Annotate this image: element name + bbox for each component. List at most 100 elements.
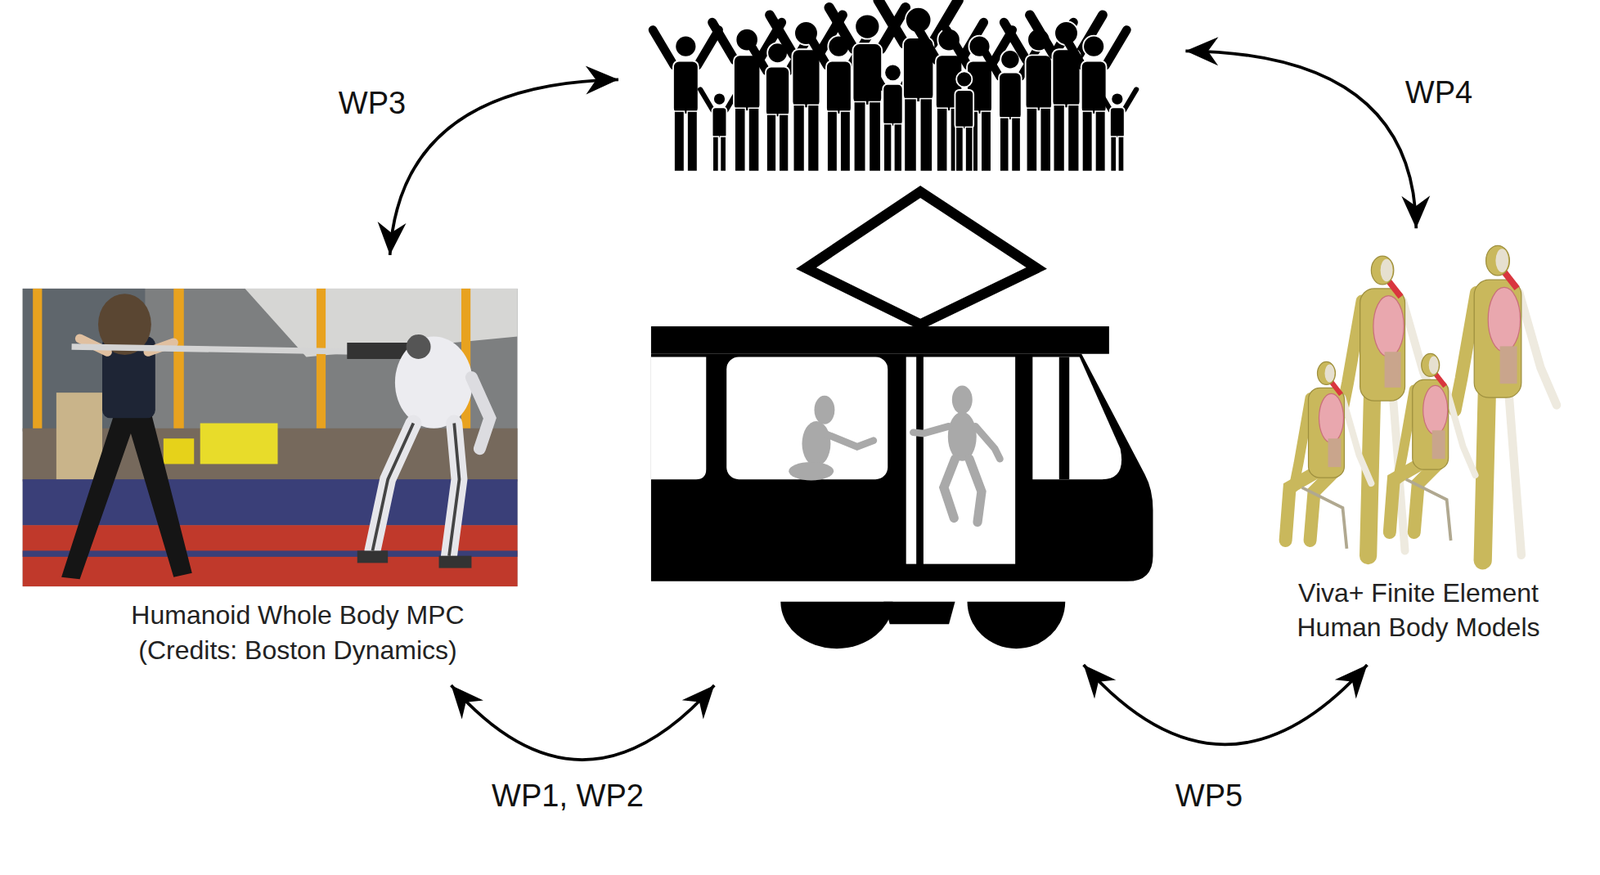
leg [1082,111,1093,171]
head [1317,361,1336,385]
leg [1067,104,1079,171]
torso [673,60,699,114]
leg [1011,117,1021,172]
person-figure [1060,30,1128,172]
wp-arrow [1185,50,1416,229]
head [674,35,697,58]
leg [766,114,777,172]
leg [748,107,760,171]
torso [733,54,760,112]
torso [765,67,790,118]
ribcage [1319,393,1344,443]
skull [1380,259,1394,282]
arm-bone [1447,389,1476,476]
arm [946,30,968,67]
seat [1406,479,1452,541]
image-panel: Viva+ Finite Element Human Body Models [1262,242,1568,652]
abdomen [1327,438,1341,468]
arm [867,59,885,89]
skull [1495,248,1509,273]
leg [1040,107,1052,171]
work-package-label: WP5 [1175,778,1243,814]
human-model [1389,353,1476,540]
leg [1414,462,1439,533]
leg [965,126,973,171]
ribcage [1487,287,1520,352]
work-package-label: WP3 [338,85,406,122]
arm [1455,292,1477,411]
leg [936,107,948,171]
leg [734,107,746,171]
torso [712,107,728,139]
arm [769,14,794,54]
arm [829,7,854,50]
arm [1029,14,1054,54]
leg [720,136,727,172]
caption-text: Humanoid Whole Body MPC [49,597,546,633]
head [1110,92,1124,105]
arm-bone [1519,292,1557,405]
work-package-label: WP4 [1405,75,1473,111]
torso [1110,107,1125,139]
abdomen [1432,430,1446,459]
person-figure [652,30,720,172]
torso [954,89,974,130]
wp-arrow [390,79,619,255]
arm [805,30,827,67]
arm [1003,22,1026,60]
torso [826,60,852,114]
leg [778,114,789,172]
leg [853,101,866,171]
torso [1308,387,1345,478]
abdomen [1384,351,1402,388]
leg [807,104,819,171]
arm [700,89,713,110]
arm [914,22,937,60]
head [1083,35,1105,58]
torso [791,49,820,108]
leg [1483,389,1488,562]
ribcage [1373,296,1404,358]
leg [1095,111,1106,171]
leg [868,101,881,171]
leg [1053,104,1066,171]
arm [652,30,675,67]
skull [1325,364,1335,383]
crowd-icon [652,0,1137,171]
head [854,13,880,39]
arm [878,0,905,44]
human-model [1455,245,1557,561]
skull [1429,355,1439,374]
person-figure [939,67,989,171]
arm [1123,89,1137,110]
leg [1110,136,1117,172]
image-panel: Humanoid Whole Body MPC(Credits: Boston … [22,288,518,674]
torso [1360,288,1406,401]
humanoid-photo [22,288,518,587]
leg [903,98,917,172]
arm-bone [1342,397,1371,484]
torso [1081,60,1107,114]
leg [674,111,684,171]
leg [793,104,805,171]
head [1486,245,1511,276]
ribcage [1423,385,1448,435]
human-body-models [1285,245,1557,561]
leg [687,111,697,171]
leg [883,124,892,172]
torso [882,84,903,126]
leg [980,111,991,171]
leg [955,126,963,171]
torso [1025,54,1052,112]
leg [840,111,850,171]
wp-arrow [1083,665,1368,745]
torso [1412,379,1449,470]
leg [1310,471,1335,541]
caption-text: Viva+ Finite Element Human Body Models [1279,575,1558,645]
leg [1118,136,1124,172]
head [884,64,902,82]
arm [939,67,956,94]
seat [1302,487,1348,549]
head [713,92,726,105]
